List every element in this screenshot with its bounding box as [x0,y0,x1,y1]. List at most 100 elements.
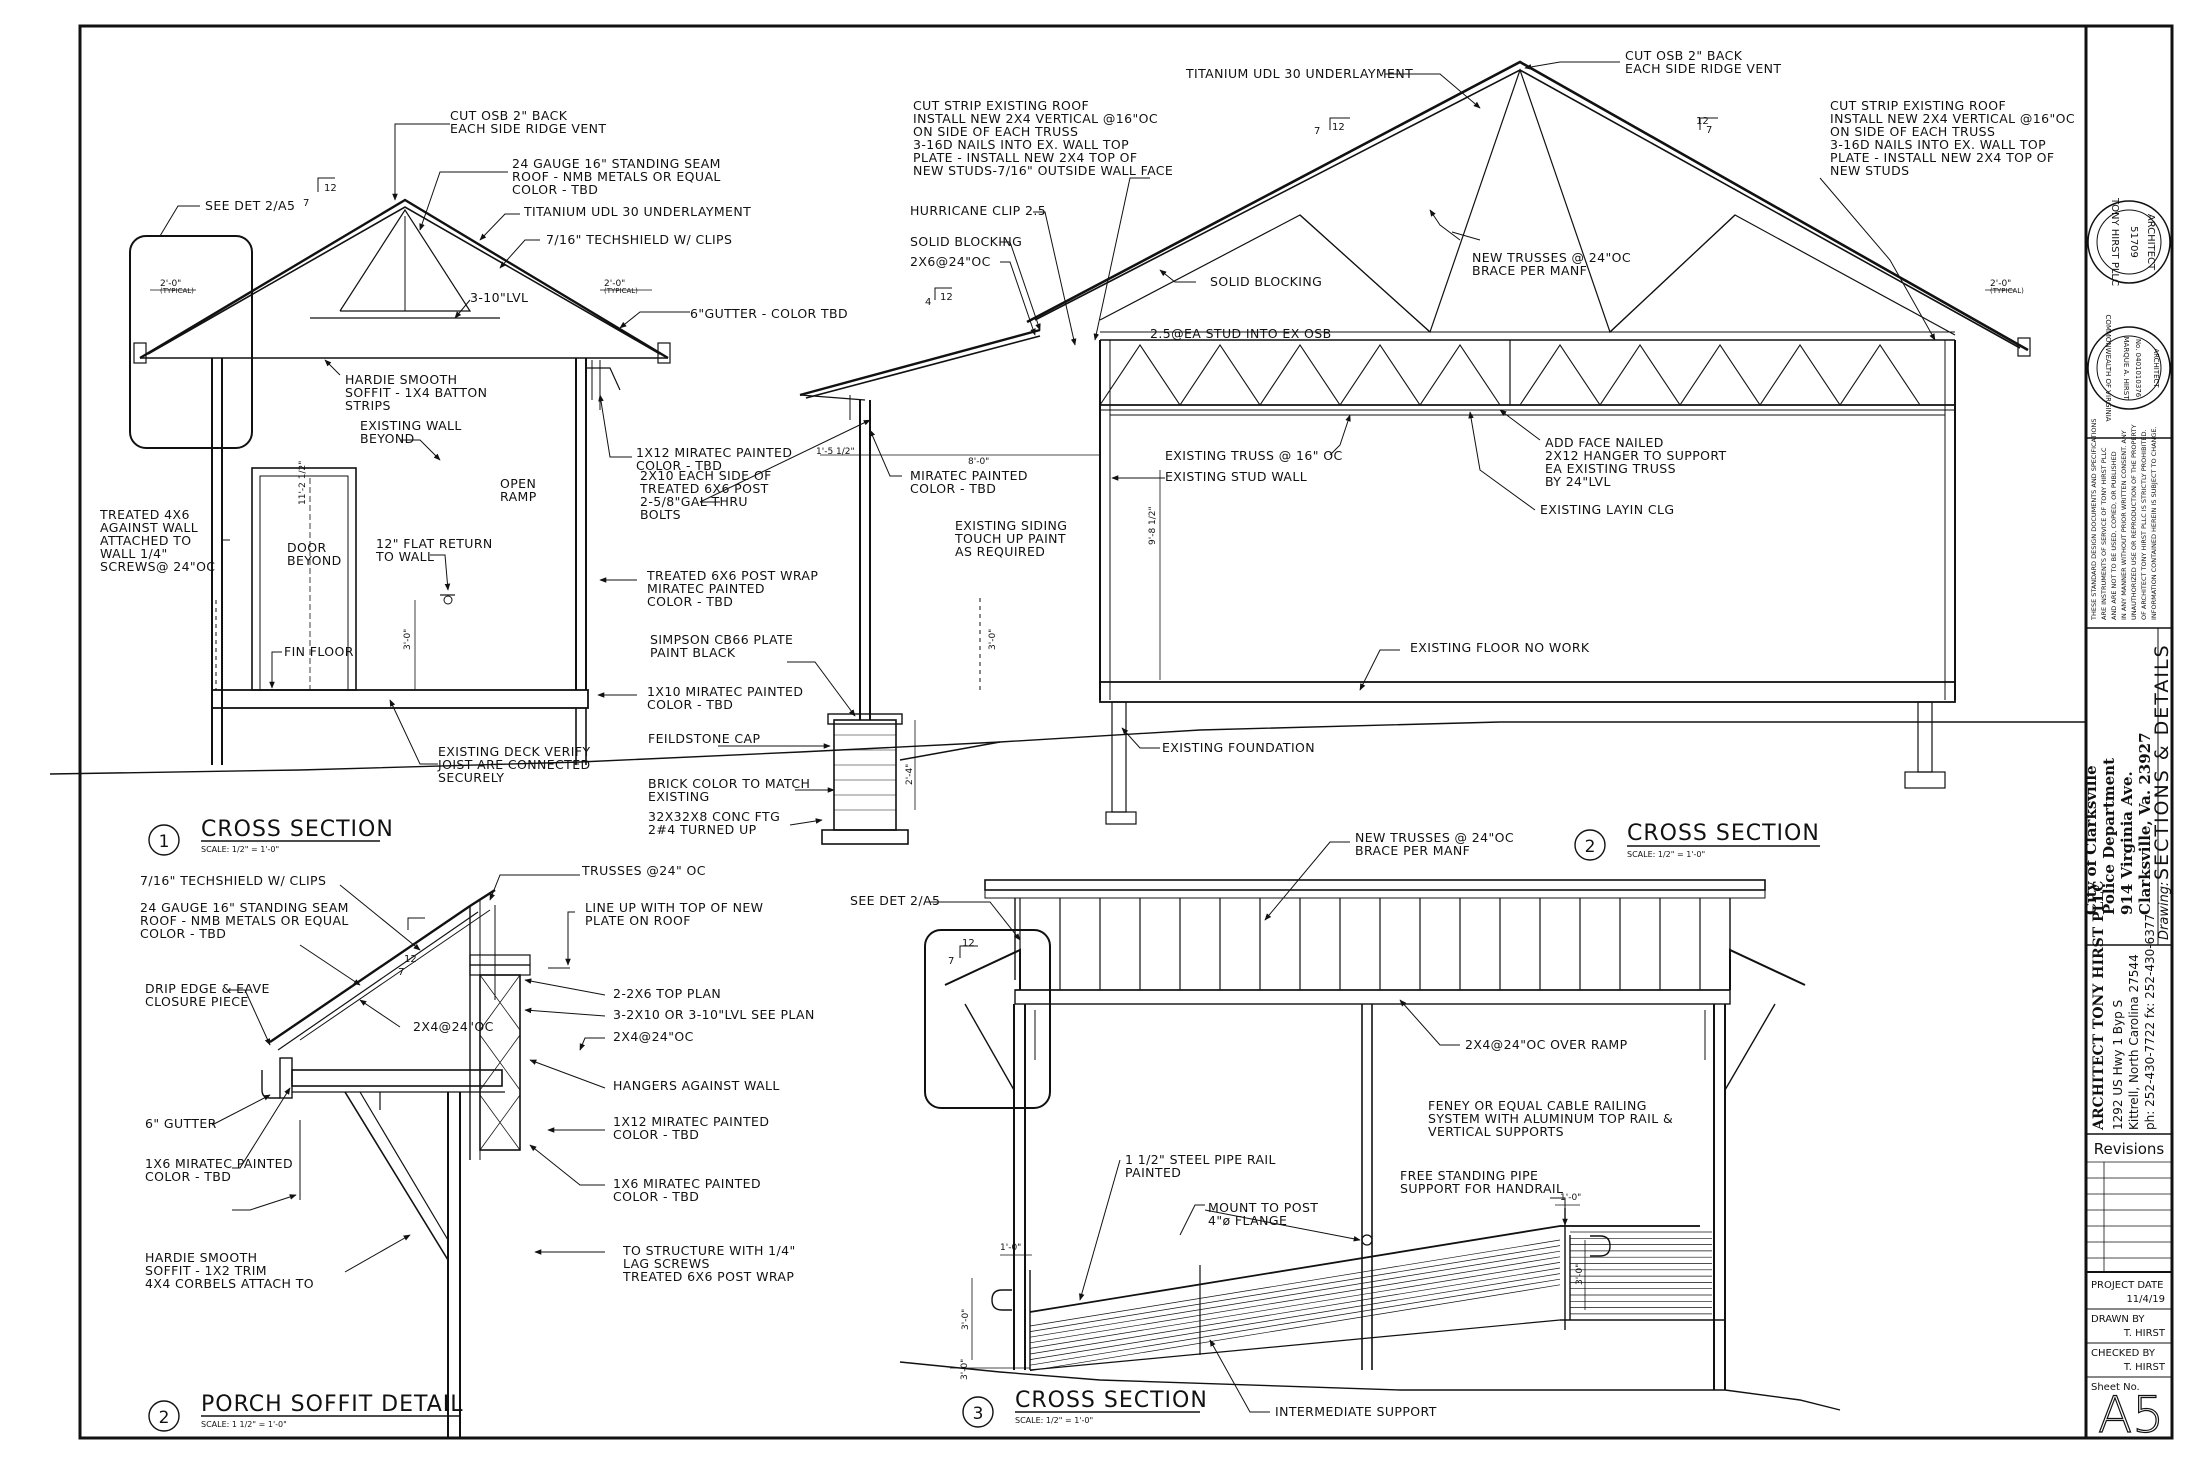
note-s1-14: BEYOND [360,431,415,446]
note-s2-24: 2-5/8"GAL THRU [640,494,748,509]
note-s1-13: EXISTING WALL [360,418,462,433]
note-s1-10: HARDIE SMOOTH [345,372,457,387]
dim-d_12c: 12 [1332,122,1345,133]
dim-d_7e: 7 [1314,126,1320,137]
dim-d_typ1: 2'-0" [160,279,181,289]
note-s1-22: WALL 1/4" [100,546,168,561]
note-s3-0: TRUSSES @24" OC [581,863,706,878]
disclaimer-line: THESE STANDARD DESIGN DOCUMENTS AND SPEC… [2090,419,2098,621]
note-s3-5: LINE UP WITH TOP OF NEW [585,900,763,915]
note-s2-46: 2#4 TURNED UP [648,822,757,837]
note-s1-11: SOFFIT - 1X4 BATTON [345,385,487,400]
note-s1-34: EXISTING DECK VERIFY [438,744,590,759]
client-line4: Clarksville, Va. 23927 [2136,732,2154,915]
section-2-drawing [799,60,2086,845]
view-title-2: 2 CROSS SECTION SCALE: 1/2" = 1'-0" [1574,821,1820,861]
note-s3-23: 4X4 CORBELS ATTACH TO [145,1276,314,1291]
view-1-num: 1 [159,832,170,852]
railing-cable [1029,1273,1561,1360]
dim-d_154: 1'-5 1/2" [816,447,855,457]
dim-d_10a: 1'-0" [1000,1243,1021,1253]
note-s1-18: RAMP [500,489,537,504]
note-s3-12: 2X4@24"OC [613,1029,694,1044]
disclaimer-line: INFORMATION CONTAINED HEREIN IS SUBJECT … [2150,426,2158,620]
note-s3-25: LAG SCREWS [623,1256,710,1271]
view-3-num: 2 [159,1408,170,1428]
dim-d_9: 9'-8 1/2" [1148,506,1158,545]
architect-block: ARCHITECT TONY HIRST PLLC 1292 US Hwy 1 … [2091,881,2157,1131]
note-s4-1: NEW TRUSSES @ 24"OC [1355,830,1514,845]
note-s2-25: BOLTS [640,507,681,522]
note-s2-13: PLATE - INSTALL NEW 2X4 TOP OF [1830,150,2055,165]
dim-d_12b: 12 [404,954,417,965]
drawn-by: T. HIRST [2123,1328,2166,1339]
porch-soffit-detail-drawing [261,888,570,1438]
section-3-drawing [899,879,1841,1411]
note-s2-45: 32X32X8 CONC FTG [648,809,780,824]
note-s2-40: EXISTING FLOOR NO WORK [1410,640,1590,655]
dim-d_3e: 3'-0" [960,1359,970,1380]
note-s2-41: FEILDSTONE CAP [648,731,760,746]
note-s3-9: 2-2X6 TOP PLAN [613,986,721,1001]
architect-name: ARCHITECT TONY HIRST PLLC [2091,881,2107,1131]
note-s4-4: FENEY OR EQUAL CABLE RAILING [1428,1098,1647,1113]
note-s2-1: CUT OSB 2" BACK [1625,48,1743,63]
note-s1-30: COLOR - TBD [647,594,733,609]
disclaimer-line: IN ANY MANNER WITHOUT PRIOR WRITTEN CONS… [2120,430,2128,620]
note-s4-6: VERTICAL SUPPORTS [1428,1124,1564,1139]
dim-d_3d: 3'-0" [1575,1264,1585,1285]
revisions-label: Revisions [2094,1140,2165,1158]
note-s2-14: NEW STUDS [1830,163,1909,178]
note-s1-4: COLOR - TBD [512,182,598,197]
note-s3-7: DRIP EDGE & EAVE [145,981,270,996]
section-3-leaders [928,841,1568,1413]
note-s1-8: 3-10"LVL [470,290,528,305]
view-title-1: 1 CROSS SECTION SCALE: 1/2" = 1'-0" [148,817,393,856]
dim-d_8: 8'-0" [968,457,989,467]
note-s2-17: 2X6@24"OC [910,254,991,269]
note-s1-21: ATTACHED TO [100,533,192,548]
note-s2-32: EA EXISTING TRUSS [1545,461,1676,476]
note-s4-7: 1 1/2" STEEL PIPE RAIL [1125,1152,1276,1167]
note-s2-30: ADD FACE NAILED [1545,435,1664,450]
note-s1-15: 1X12 MIRATEC PAINTED [636,445,792,460]
railing-cable [1029,1284,1561,1372]
note-s4-13: INTERMEDIATE SUPPORT [1275,1404,1437,1419]
dim-d_12d: 12 [940,292,953,303]
railing-cable [1029,1262,1561,1349]
dim-d_3b: 3'-0" [988,629,998,650]
railing-cable [1029,1256,1561,1344]
note-s2-0: TITANIUM UDL 30 UNDERLAYMENT [1185,66,1413,81]
note-s1-31: FIN FLOOR [284,644,354,659]
note-s1-12: STRIPS [345,398,391,413]
dim-d_12f: 12 [962,938,975,949]
note-s2-9: CUT STRIP EXISTING ROOF [1830,98,2006,113]
dim-d_typ3b: (TYPICAL) [1990,287,2024,295]
note-s4-11: FREE STANDING PIPE [1400,1168,1538,1183]
note-s2-19: NEW TRUSSES @ 24"OC [1472,250,1631,265]
dim-d_4: 4 [925,297,931,308]
note-s2-5: ON SIDE OF EACH TRUSS [913,124,1078,139]
revision-rows [2086,1161,2172,1272]
note-s1-2: 24 GAUGE 16" STANDING SEAM [512,156,721,171]
note-s4-12: SUPPORT FOR HANDRAIL [1400,1181,1563,1196]
dim-d_24: 2'-4" [905,764,915,785]
note-s1-35: JOIST ARE CONNECTED [437,757,591,772]
note-s2-38: SIMPSON CB66 PLATE [650,632,793,647]
architect-seal-nc: TONY HIRST PLLC 51709 ARCHITECT [2087,197,2171,286]
architect-address1: 1292 US Hwy 1 Byp S [2111,1000,2125,1130]
architect-address2: Kittrell, North Carolina 27544 [2127,954,2141,1130]
note-s2-2: EACH SIDE RIDGE VENT [1625,61,1781,76]
note-s1-32: 1X10 MIRATEC PAINTED [647,684,803,699]
title-block: TONY HIRST PLLC 51709 ARCHITECT COMMONWE… [2082,197,2173,1445]
note-s1-9: 6"GUTTER - COLOR TBD [690,306,848,321]
dim-d_typ1b: (TYPICAL) [160,287,194,295]
note-s2-12: 3-16D NAILS INTO EX. WALL TOP [1830,137,2046,152]
note-s2-4: INSTALL NEW 2X4 VERTICAL @16"OC [913,111,1158,126]
note-s2-6: 3-16D NAILS INTO EX. WALL TOP [913,137,1129,152]
note-s2-11: ON SIDE OF EACH TRUSS [1830,124,1995,139]
client-line3: 914 Virginia Ave. [2118,771,2136,915]
note-s1-27: TO WALL [375,549,434,564]
note-s3-16: COLOR - TBD [613,1127,699,1142]
note-s2-36: TOUCH UP PAINT [954,531,1066,546]
